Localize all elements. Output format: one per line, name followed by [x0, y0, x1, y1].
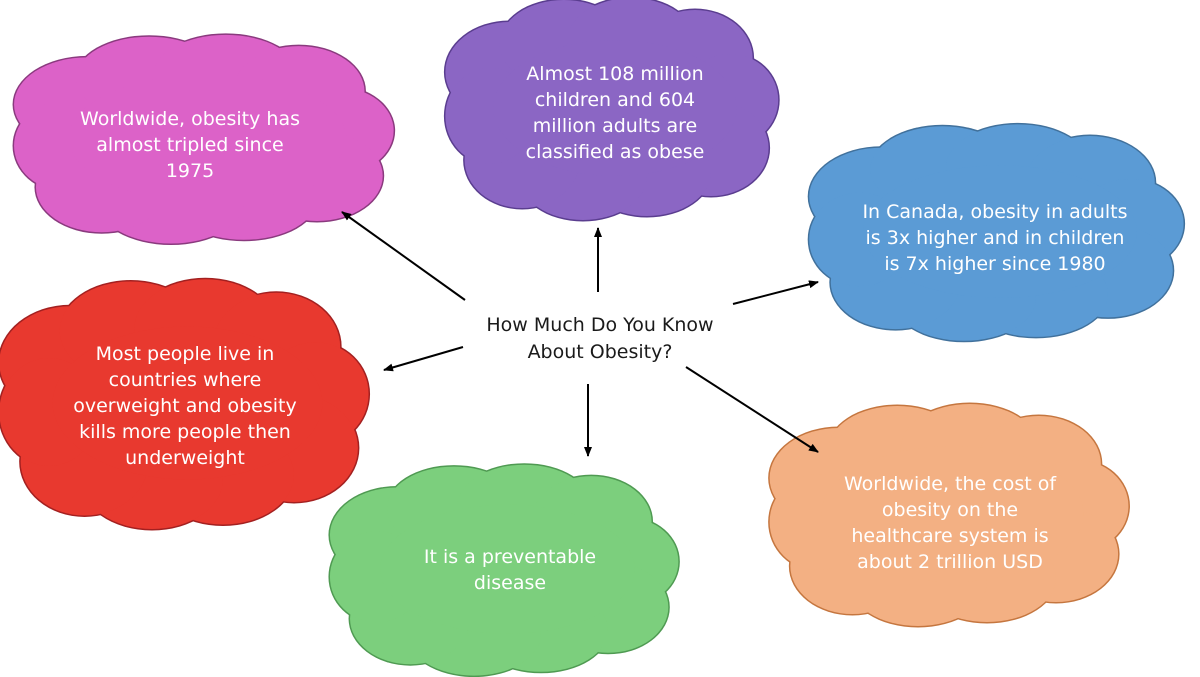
center-topic: How Much Do You Know About Obesity?	[486, 314, 714, 363]
arrow-to-canada	[732, 280, 819, 305]
cloud-cost	[768, 402, 1130, 628]
cloud-canada	[807, 122, 1186, 343]
fact-text-children-adults: Almost 108 million children and 604 mill…	[505, 58, 725, 168]
fact-label: In Canada, obesity in adults is 3x highe…	[862, 200, 1128, 275]
arrow-to-countries	[383, 346, 464, 372]
fact-text-tripled: Worldwide, obesity has almost tripled si…	[70, 95, 310, 195]
fact-text-canada: In Canada, obesity in adults is 3x highe…	[860, 180, 1130, 295]
fact-label: Almost 108 million children and 604 mill…	[525, 63, 705, 163]
cloud-preventable	[328, 463, 680, 677]
arrow-to-cost	[685, 366, 819, 453]
cloud-tripled	[12, 33, 396, 246]
cloud-children-adults	[443, 0, 780, 222]
fact-label: Most people live in countries where over…	[73, 342, 297, 469]
fact-label: Worldwide, the cost of obesity on the he…	[843, 472, 1057, 573]
fact-text-countries: Most people live in countries where over…	[55, 338, 315, 473]
arrow-to-tripled	[341, 211, 466, 301]
cloud-countries	[0, 277, 371, 531]
fact-label: Worldwide, obesity has almost tripled si…	[80, 108, 300, 182]
fact-label: It is a preventable disease	[423, 546, 597, 594]
fact-text-cost: Worldwide, the cost of obesity on the he…	[830, 465, 1070, 580]
fact-text-preventable: It is a preventable disease	[400, 540, 620, 600]
